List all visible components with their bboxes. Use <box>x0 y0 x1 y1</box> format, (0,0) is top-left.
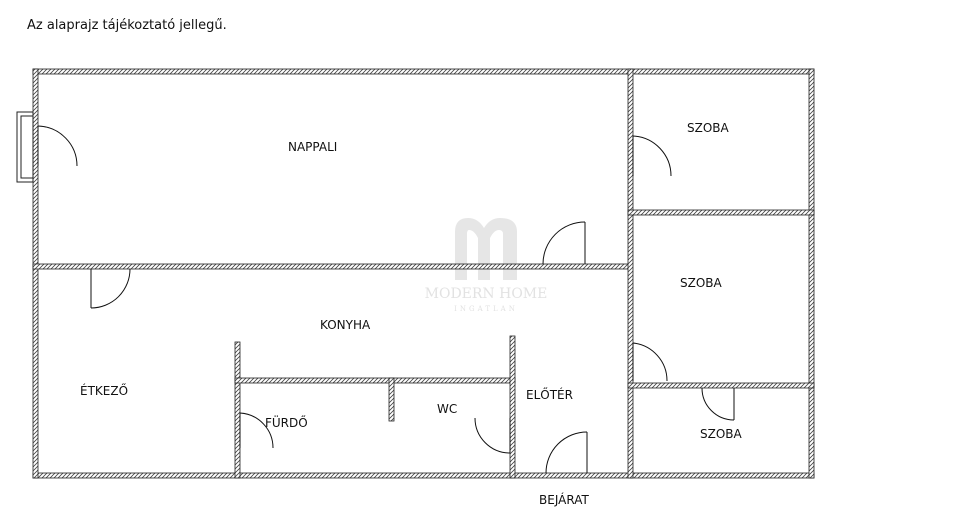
door-nappali-right <box>542 221 586 265</box>
doors <box>37 125 735 474</box>
door-entrance <box>545 431 588 474</box>
label-szoba-mid: SZOBA <box>680 276 723 290</box>
walls <box>32 68 815 479</box>
door-szoba-mid <box>632 342 668 382</box>
label-szoba-bottom: SZOBA <box>700 427 743 441</box>
watermark-brand: MODERN HOME <box>425 286 548 302</box>
watermark: MODERN HOME INGATLAN <box>425 218 548 313</box>
watermark-sub: INGATLAN <box>454 305 518 313</box>
door-furdo <box>239 412 274 449</box>
label-entrance: BEJÁRAT <box>539 492 589 507</box>
room-labels: NAPPALI SZOBA SZOBA SZOBA KONYHA ÉTKEZŐ … <box>80 121 743 507</box>
window <box>16 111 34 183</box>
label-eloter: ELŐTÉR <box>526 387 573 402</box>
watermark-logo <box>455 218 517 280</box>
door-szoba-top <box>632 135 672 177</box>
label-szoba-top: SZOBA <box>687 121 730 135</box>
label-wc: WC <box>437 402 457 416</box>
disclaimer-note: Az alaprajz tájékoztató jellegű. <box>27 18 227 33</box>
door-etkezo <box>90 268 131 309</box>
label-furdo: FÜRDŐ <box>265 414 308 430</box>
label-nappali: NAPPALI <box>288 140 337 154</box>
label-konyha: KONYHA <box>320 318 371 332</box>
door-wc <box>474 417 511 454</box>
door-nappali-left <box>37 125 78 167</box>
label-etkezo: ÉTKEZŐ <box>80 383 128 398</box>
door-szoba-bottom <box>701 387 735 421</box>
